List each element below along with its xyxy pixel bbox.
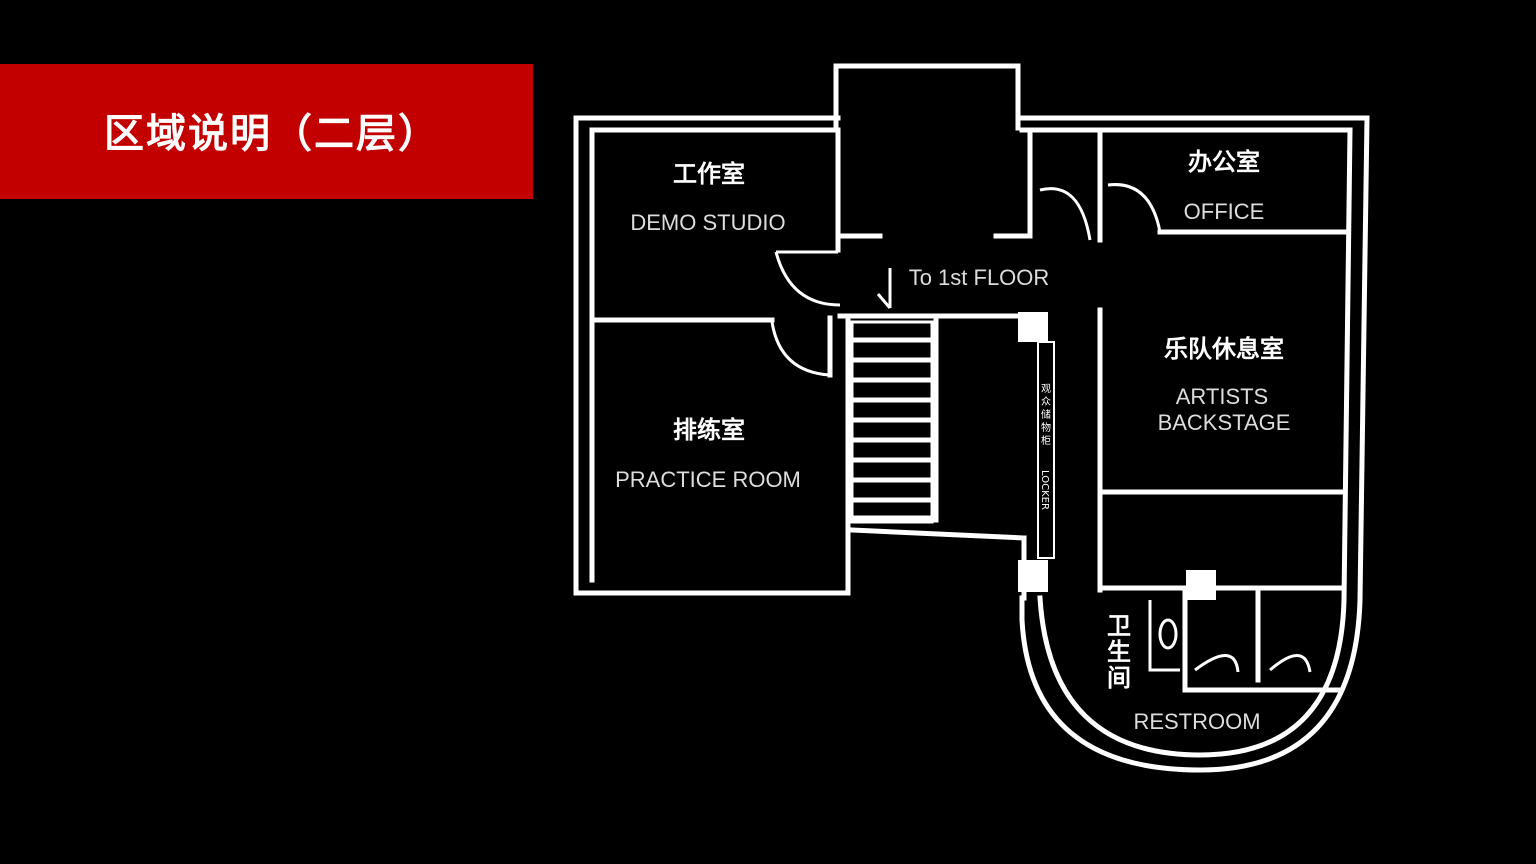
demo-studio-label-zh: 工作室 [673,160,745,188]
restroom-label-zh-3: 间 [1107,664,1131,692]
backstage-label-zh: 乐队休息室 [1164,335,1284,363]
restroom-label-zh-1: 卫 [1107,612,1131,640]
locker-label-en: LOCKER [1039,470,1050,510]
practice-room-label-en: PRACTICE ROOM [615,467,801,492]
office-label-zh: 办公室 [1188,148,1260,176]
title-banner [0,64,533,199]
outer-walls [573,63,1370,773]
down-arrow-icon [876,268,892,309]
office-label-en: OFFICE [1184,199,1265,224]
locker-label-zh-3: 储 [1041,408,1051,421]
practice-room-label-zh: 排练室 [673,416,745,444]
restroom-label-zh-2: 生 [1107,638,1131,666]
staircase [849,320,935,524]
locker-label-zh-1: 观 [1041,383,1051,395]
locker-label-zh-5: 柜 [1041,434,1051,447]
locker-label-zh-4: 物 [1041,421,1051,434]
backstage-label-en-1: ARTISTS [1176,384,1269,409]
locker [1018,312,1055,592]
locker-label-zh-2: 众 [1041,396,1051,408]
backstage-label-en-2: BACKSTAGE [1158,410,1291,435]
restroom-label-en: RESTROOM [1133,709,1260,734]
demo-studio-label-en: DEMO STUDIO [630,210,785,235]
doors [770,183,1312,673]
restroom-pillar [1186,570,1216,600]
page-title: 区域说明（二层） [104,111,440,157]
stairs-label: To 1st FLOOR [909,265,1050,290]
interior-walls [593,127,1347,693]
